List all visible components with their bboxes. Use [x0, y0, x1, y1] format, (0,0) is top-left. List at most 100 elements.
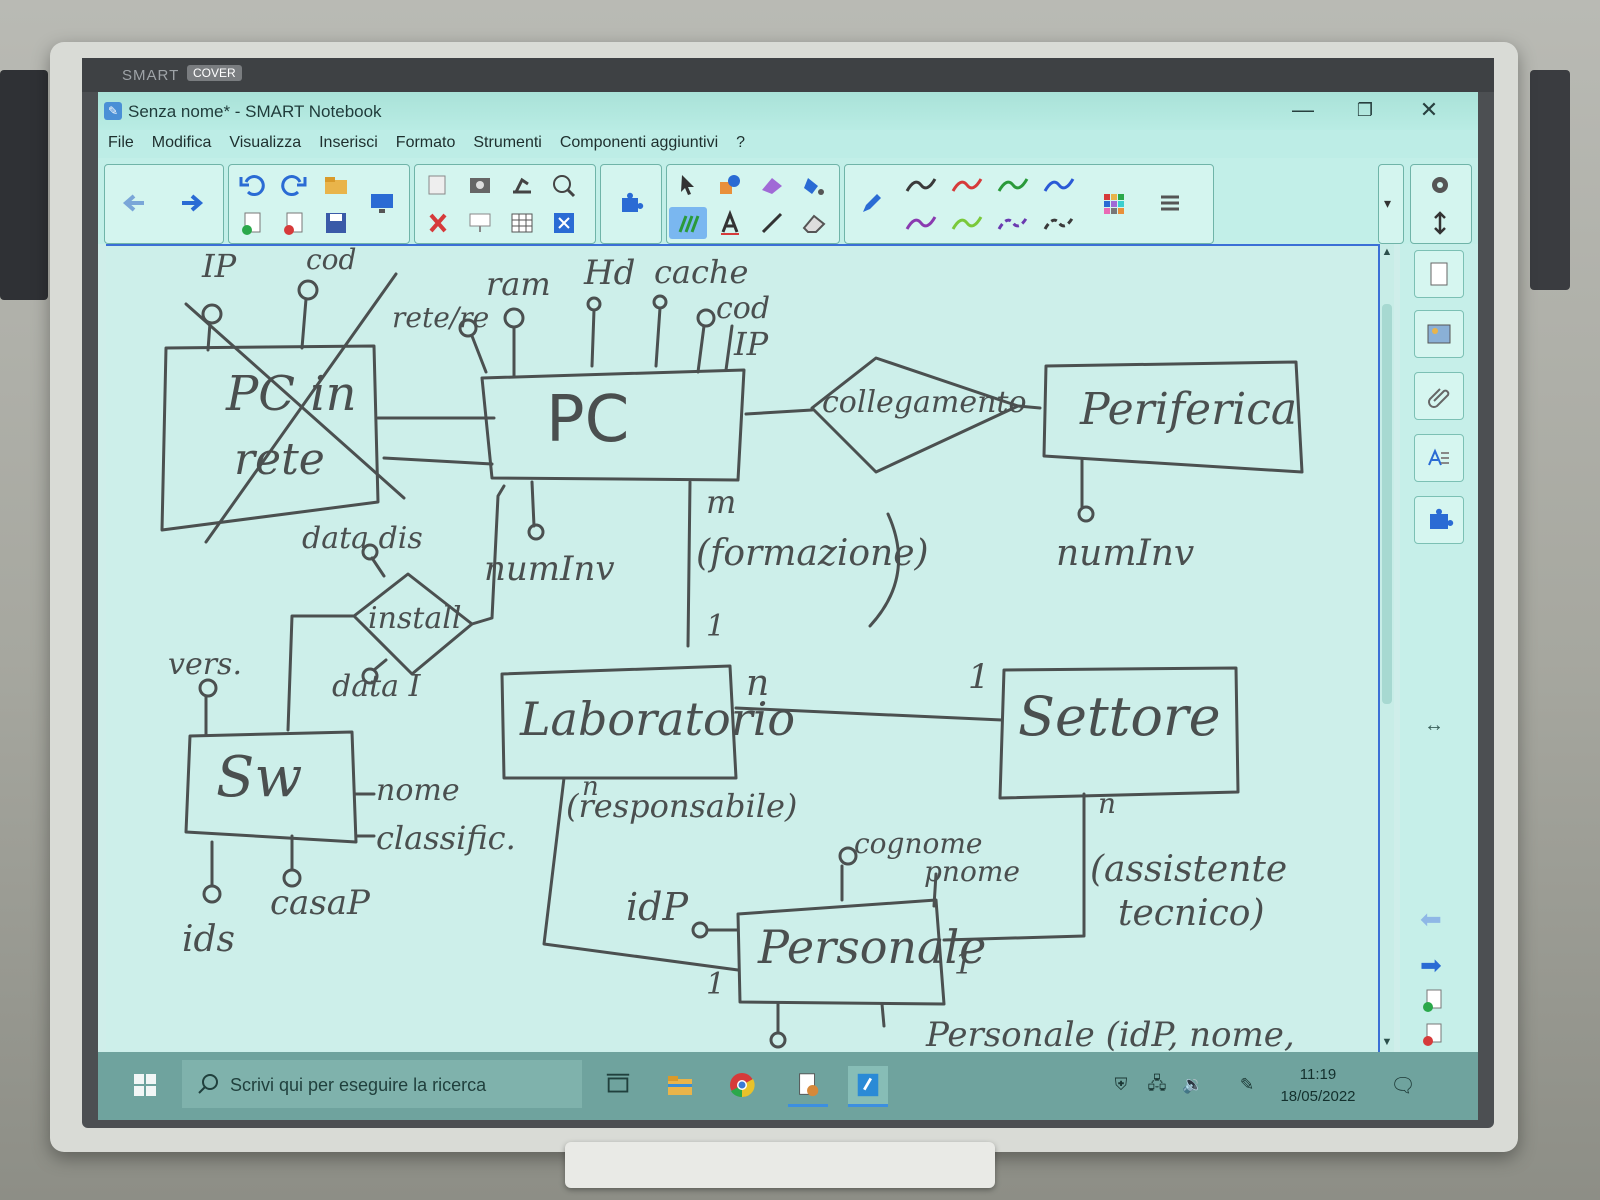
scroll-down-icon[interactable]: ▼	[1381, 1036, 1393, 1048]
redo-icon[interactable]	[275, 169, 313, 201]
chrome-icon[interactable]	[722, 1066, 762, 1104]
magic-pen-icon[interactable]	[545, 169, 583, 201]
menu-inserisci[interactable]: Inserisci	[319, 134, 378, 151]
taskbar-search-box[interactable]: Scrivi qui per eseguire la ricerca	[182, 1060, 582, 1108]
undo-icon[interactable]	[233, 169, 271, 201]
file-explorer-icon[interactable]	[660, 1066, 700, 1104]
vers-label: vers.	[168, 647, 242, 682]
pen-color-swatch[interactable]	[1039, 207, 1079, 239]
full-screen-icon[interactable]	[545, 207, 583, 239]
add-page-side-icon[interactable]	[1420, 988, 1446, 1014]
screen-shade-icon[interactable]	[461, 207, 499, 239]
addon-puzzle-icon[interactable]	[611, 187, 649, 219]
eraser-shape-icon[interactable]	[753, 169, 791, 201]
menu-help[interactable]: ?	[736, 134, 746, 151]
table-icon[interactable]	[503, 207, 541, 239]
cardinality-1-personale: 1	[954, 947, 974, 982]
toolbar-dropdown-icon[interactable]: ▾	[1384, 195, 1392, 211]
gear-icon[interactable]	[1421, 169, 1459, 201]
pen-color-swatch[interactable]	[993, 207, 1033, 239]
shield-icon[interactable]: ⛨	[1114, 1075, 1128, 1094]
data-i-label: data I	[332, 669, 421, 704]
pc-in-rete-cross-1	[184, 302, 406, 500]
smart-notebook-icon[interactable]	[848, 1066, 888, 1107]
screen-capture-icon[interactable]	[419, 169, 457, 201]
shapes-icon[interactable]	[711, 169, 749, 201]
properties-tab-icon[interactable]	[1414, 434, 1464, 482]
back-icon[interactable]	[115, 187, 153, 219]
properties-icon[interactable]	[1151, 187, 1189, 219]
text-icon[interactable]	[711, 207, 749, 239]
ids-attr-circle	[202, 884, 222, 904]
display-icon[interactable]	[363, 187, 401, 219]
save-icon[interactable]	[317, 207, 355, 239]
ip-attr-line-2	[724, 324, 734, 372]
camera-icon[interactable]	[461, 169, 499, 201]
line-icon[interactable]	[753, 207, 791, 239]
resize-handle-icon[interactable]: ↔	[1424, 714, 1444, 736]
addons-tab-icon[interactable]	[1414, 496, 1464, 544]
menu-modifica[interactable]: Modifica	[151, 134, 212, 151]
toolbar-edit-group	[228, 164, 410, 244]
cardinality-n-responsabile: n	[582, 772, 599, 802]
menu-componenti-aggiuntivi[interactable]: Componenti aggiuntivi	[559, 134, 719, 151]
previous-page-icon[interactable]: ⬅	[1420, 904, 1442, 934]
eraser-icon[interactable]	[795, 207, 833, 239]
pnome-label: pnome	[924, 855, 1020, 888]
pen-color-swatch[interactable]	[901, 169, 941, 201]
cod-label-1: cod	[306, 243, 357, 276]
next-page-icon[interactable]: ➡	[1420, 950, 1442, 980]
minimize-button[interactable]: —	[1292, 97, 1314, 122]
attachments-icon[interactable]	[1414, 372, 1464, 420]
windows-start-icon[interactable]	[128, 1068, 162, 1102]
pens-icon[interactable]	[669, 207, 707, 239]
color-palette-icon[interactable]	[1095, 187, 1133, 219]
pen-tray	[565, 1142, 995, 1188]
notebook-app-icon: ✎	[104, 102, 122, 120]
pen-color-swatch[interactable]	[993, 169, 1033, 201]
menu-strumenti[interactable]: Strumenti	[473, 134, 542, 151]
settore-entity-label: Settore	[1018, 685, 1221, 748]
restore-button[interactable]: ❐	[1356, 100, 1374, 120]
gallery-icon[interactable]	[1414, 310, 1464, 358]
delete-page-icon[interactable]	[275, 207, 313, 239]
taskbar-clock[interactable]: 11:19 18/05/2022	[1273, 1064, 1363, 1108]
fill-icon[interactable]	[795, 169, 833, 201]
menu-formato[interactable]: Formato	[395, 134, 456, 151]
menu-file[interactable]: File	[108, 134, 134, 151]
document-camera-icon[interactable]	[503, 169, 541, 201]
task-view-icon[interactable]	[598, 1066, 638, 1104]
move-toolbar-icon[interactable]	[1421, 207, 1459, 239]
network-icon[interactable]: 🖧	[1147, 1073, 1167, 1093]
open-folder-icon[interactable]	[317, 169, 355, 201]
pen-color-swatch[interactable]	[901, 207, 941, 239]
vertical-scrollbar[interactable]: ▲ ▼	[1380, 244, 1394, 1052]
hd-label: Hd	[584, 253, 636, 293]
add-page-icon[interactable]	[233, 207, 271, 239]
notification-icon[interactable]: 🗨	[1390, 1074, 1416, 1097]
delete-icon[interactable]	[419, 207, 457, 239]
menu-visualizza[interactable]: Visualizza	[229, 134, 302, 151]
responsabile-label: (responsabile)	[566, 787, 798, 825]
numinv-attr-circle	[527, 523, 545, 541]
select-arrow-icon[interactable]	[669, 169, 707, 201]
pen-tray-icon[interactable]: ✎	[1239, 1075, 1255, 1094]
scroll-up-icon[interactable]: ▲	[1381, 246, 1393, 258]
scroll-thumb[interactable]	[1382, 304, 1392, 704]
forward-icon[interactable]	[173, 187, 211, 219]
volume-icon[interactable]: 🔉	[1182, 1075, 1204, 1094]
casap-attr-circle	[282, 868, 302, 888]
cardinality-1-formazione: 1	[706, 609, 726, 644]
notebook-canvas[interactable]: IP cod rete/re ram Hd cache cod IP PC in…	[106, 244, 1380, 1054]
close-button[interactable]: ✕	[1419, 97, 1439, 122]
page-sorter-icon[interactable]	[1414, 250, 1464, 298]
pen-icon[interactable]	[853, 187, 891, 219]
side-tabs: ↔ ⬅ ➡	[1400, 244, 1478, 1052]
notebook-doc-icon[interactable]	[788, 1066, 828, 1107]
pen-color-swatch[interactable]	[947, 169, 987, 201]
delete-page-side-icon[interactable]	[1420, 1022, 1446, 1048]
ids-label: ids	[182, 919, 236, 960]
pen-color-swatch[interactable]	[947, 207, 987, 239]
idp-attr-circle	[691, 921, 709, 939]
pen-color-swatch[interactable]	[1039, 169, 1079, 201]
